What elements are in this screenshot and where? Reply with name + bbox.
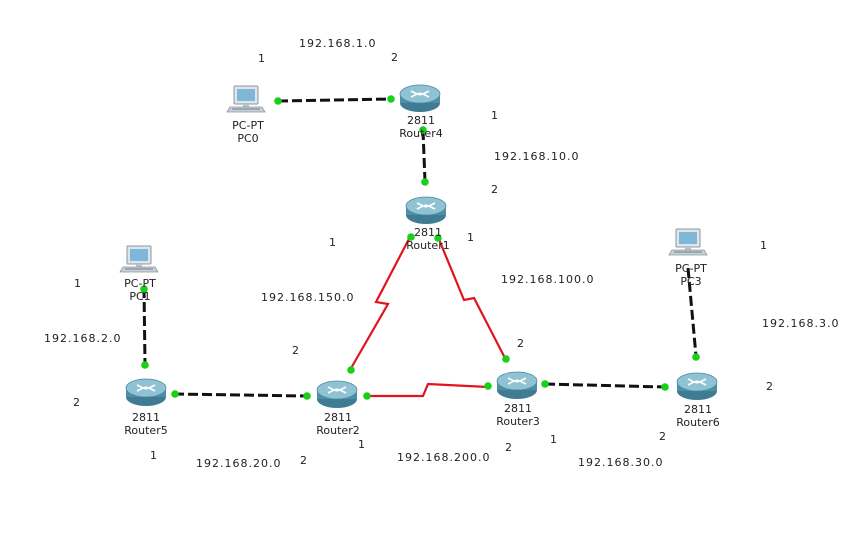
port-light [502,355,510,363]
pc1-device[interactable]: PC-PT PC1 [119,245,159,303]
link-router2-router3-serial[interactable] [366,382,489,398]
router2-device[interactable]: 2811 Router2 [316,380,360,437]
link-pc3-router6[interactable] [686,267,698,357]
router6-name-label: Router6 [676,416,719,429]
router-icon [405,196,447,225]
pc0-model-label: PC-PT [232,119,264,132]
port-light [140,285,148,293]
port-light [484,382,492,390]
link-pc1-router5[interactable] [142,287,147,365]
router-icon [125,378,167,407]
pc3-model-label: PC-PT [675,262,707,275]
port-number-label: 1 [150,449,157,462]
port-number-label: 1 [329,236,336,249]
port-number-label: 2 [517,337,524,350]
pc1-model-label: PC-PT [124,277,156,290]
network-label-192-168-3-0: 192.168.3.0 [762,317,839,330]
port-number-label: 1 [258,52,265,65]
router5-name-label: Router5 [124,424,167,437]
link-pc0-router4[interactable] [277,97,393,103]
port-light [421,178,429,186]
port-number-label: 1 [550,433,557,446]
pc1-name-label: PC1 [129,290,150,303]
link-router4-router1[interactable] [421,129,427,183]
port-light [387,95,395,103]
link-router5-router2[interactable] [173,392,307,398]
network-label-192-168-10-0: 192.168.10.0 [494,150,579,163]
router5-model-label: 2811 [132,411,160,424]
port-number-label: 2 [659,430,666,443]
network-label-192-168-30-0: 192.168.30.0 [578,456,663,469]
pc3-name-label: PC3 [680,275,701,288]
router-icon [496,371,538,400]
network-label-192-168-200-0: 192.168.200.0 [397,451,490,464]
port-light [407,233,415,241]
port-light [541,380,549,388]
port-light [171,390,179,398]
port-lights [140,95,700,400]
port-light [303,392,311,400]
router4-device[interactable]: 2811 Router4 [399,84,443,140]
link-router1-router3-serial[interactable] [436,236,507,361]
port-number-label: 2 [766,380,773,393]
router6-device[interactable]: 2811 Router6 [676,372,720,429]
port-number-label: 1 [760,239,767,252]
port-light [434,234,442,242]
router3-name-label: Router3 [496,415,539,428]
interface-number-labels: 1 2 1 2 1 1 1 2 1 2 2 1 2 1 2 1 2 2 [73,51,773,467]
port-light [692,353,700,361]
router2-name-label: Router2 [316,424,359,437]
pc-icon [668,228,708,256]
router3-model-label: 2811 [504,402,532,415]
port-number-label: 2 [292,344,299,357]
pc0-device[interactable]: PC-PT PC0 [226,85,266,145]
network-label-192-168-1-0: 192.168.1.0 [299,37,376,50]
router-icon [676,372,718,401]
router3-device[interactable]: 2811 Router3 [496,371,540,428]
port-number-label: 1 [74,277,81,290]
router1-device[interactable]: 2811 Router1 [405,196,450,252]
port-light [363,392,371,400]
pc-icon [226,85,266,113]
port-light [347,366,355,374]
pc3-device[interactable]: PC-PT PC3 [668,228,708,288]
network-label-192-168-2-0: 192.168.2.0 [44,332,121,345]
port-number-label: 2 [491,183,498,196]
port-light [661,383,669,391]
port-number-label: 2 [391,51,398,64]
port-number-label: 1 [358,438,365,451]
router4-model-label: 2811 [407,114,435,127]
network-label-192-168-100-0: 192.168.100.0 [501,273,594,286]
port-number-label: 1 [467,231,474,244]
router5-device[interactable]: 2811 Router5 [124,378,168,437]
links [142,97,698,398]
link-router3-router6[interactable] [544,382,666,389]
router1-name-label: Router1 [406,239,449,252]
router1-model-label: 2811 [414,226,442,239]
port-light [141,361,149,369]
port-number-label: 2 [300,454,307,467]
network-labels: 192.168.1.0 192.168.10.0 192.168.100.0 1… [44,37,839,470]
router-icon [399,84,441,113]
network-label-192-168-150-0: 192.168.150.0 [261,291,354,304]
port-light [274,97,282,105]
network-label-192-168-20-0: 192.168.20.0 [196,457,281,470]
router2-model-label: 2811 [324,411,352,424]
port-number-label: 1 [491,109,498,122]
router4-name-label: Router4 [399,127,442,140]
pc0-name-label: PC0 [237,132,258,145]
port-light [419,126,427,134]
port-number-label: 2 [505,441,512,454]
router6-model-label: 2811 [684,403,712,416]
router-icon [316,380,358,409]
pc-icon [119,245,159,273]
port-number-label: 2 [73,396,80,409]
link-router1-router2-serial[interactable] [349,236,411,371]
